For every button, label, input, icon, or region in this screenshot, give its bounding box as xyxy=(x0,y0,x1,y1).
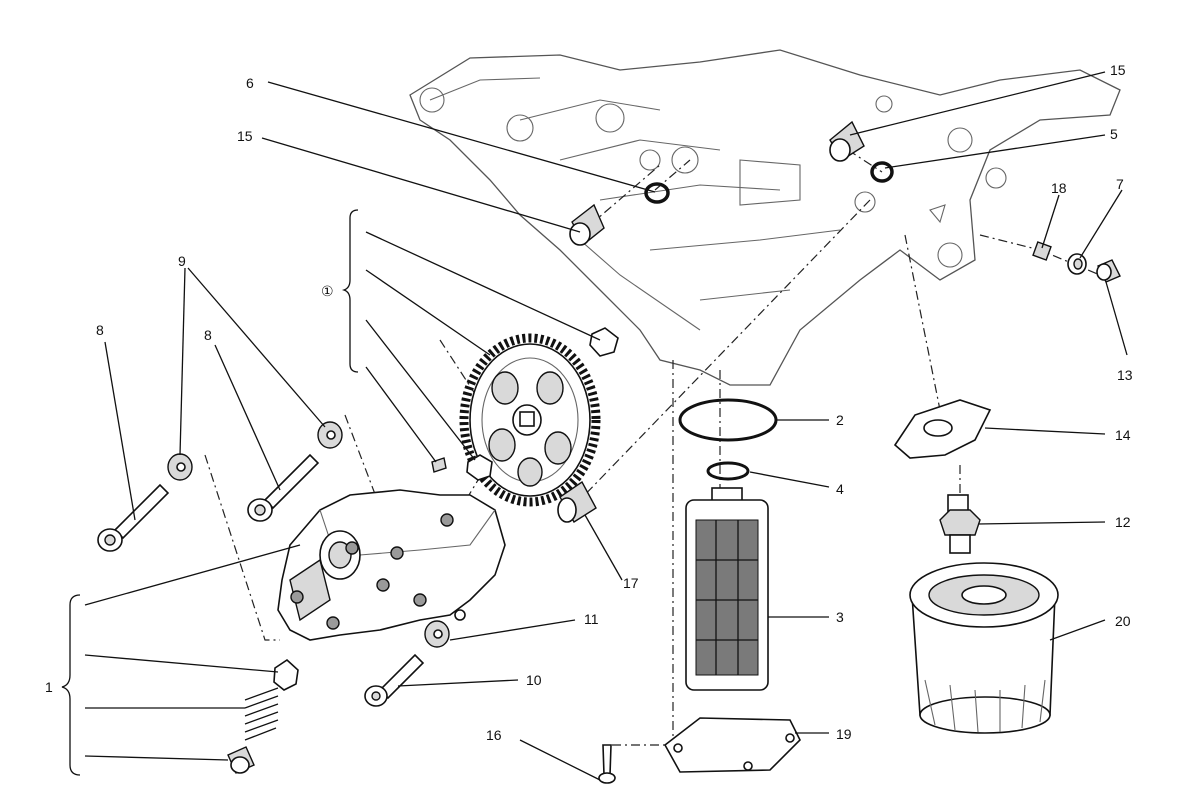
label-circled-1: ① xyxy=(321,283,334,299)
label-10: 10 xyxy=(526,672,542,688)
seal-ring-2 xyxy=(678,398,778,442)
label-8-left: 8 xyxy=(96,322,104,338)
label-4: 4 xyxy=(836,481,844,497)
relief-valve-spring xyxy=(244,687,279,741)
washer-7 xyxy=(1067,253,1087,275)
plate-14 xyxy=(893,399,992,459)
label-16: 16 xyxy=(486,727,502,743)
label-15-left: 15 xyxy=(237,128,253,144)
o-ring-5 xyxy=(870,161,894,183)
crankcase-housing xyxy=(409,49,1121,386)
label-11: 11 xyxy=(584,611,599,627)
o-ring-6 xyxy=(644,182,670,204)
label-9: 9 xyxy=(178,253,186,269)
bushing-15-right xyxy=(829,120,865,162)
oil-pump-drive-gear xyxy=(459,333,601,507)
label-17: 17 xyxy=(623,575,639,591)
filter-cover-19 xyxy=(663,717,801,773)
bushing-18 xyxy=(1032,241,1052,261)
bushing-15-left xyxy=(569,203,605,246)
washer-9-left xyxy=(167,453,193,481)
part-labels: 1 2 3 4 5 6 7 8 8 9 10 11 12 13 14 15 15… xyxy=(45,62,1133,743)
label-18: 18 xyxy=(1051,180,1067,196)
circlip-lower xyxy=(466,454,493,481)
label-5: 5 xyxy=(1110,126,1118,142)
label-12: 12 xyxy=(1115,514,1131,530)
label-7: 7 xyxy=(1116,176,1124,192)
washer-11 xyxy=(424,620,450,648)
label-3: 3 xyxy=(836,609,844,625)
plug-13 xyxy=(1096,259,1121,283)
label-14: 14 xyxy=(1115,427,1131,443)
label-19: 19 xyxy=(836,726,852,742)
circlip-upper xyxy=(589,327,619,357)
oil-mesh-filter xyxy=(685,487,769,691)
label-2: 2 xyxy=(836,412,844,428)
label-20: 20 xyxy=(1115,613,1131,629)
alignment-lines xyxy=(204,149,1101,746)
oil-pump-body xyxy=(277,489,506,641)
bracket-group-1 xyxy=(61,594,81,776)
bushing-17 xyxy=(557,480,597,523)
relief-valve-plunger xyxy=(273,658,299,691)
bolt-8-left xyxy=(97,483,170,552)
label-8-right: 8 xyxy=(204,327,212,343)
washer-9-right xyxy=(317,421,343,449)
label-6: 6 xyxy=(246,75,254,91)
oil-filter-cartridge-20 xyxy=(909,562,1059,734)
bolt-10 xyxy=(364,653,425,707)
label-13: 13 xyxy=(1117,367,1133,383)
relief-valve-plug xyxy=(227,746,255,774)
union-fitting-12 xyxy=(939,494,981,554)
bolt-8-right xyxy=(247,453,320,522)
leader-lines xyxy=(84,71,1128,781)
bracket-group-circled-1 xyxy=(341,209,359,373)
label-1: 1 xyxy=(45,679,53,695)
screw-16 xyxy=(598,744,616,784)
seal-ring-4 xyxy=(706,461,750,481)
label-15-right: 15 xyxy=(1110,62,1126,78)
